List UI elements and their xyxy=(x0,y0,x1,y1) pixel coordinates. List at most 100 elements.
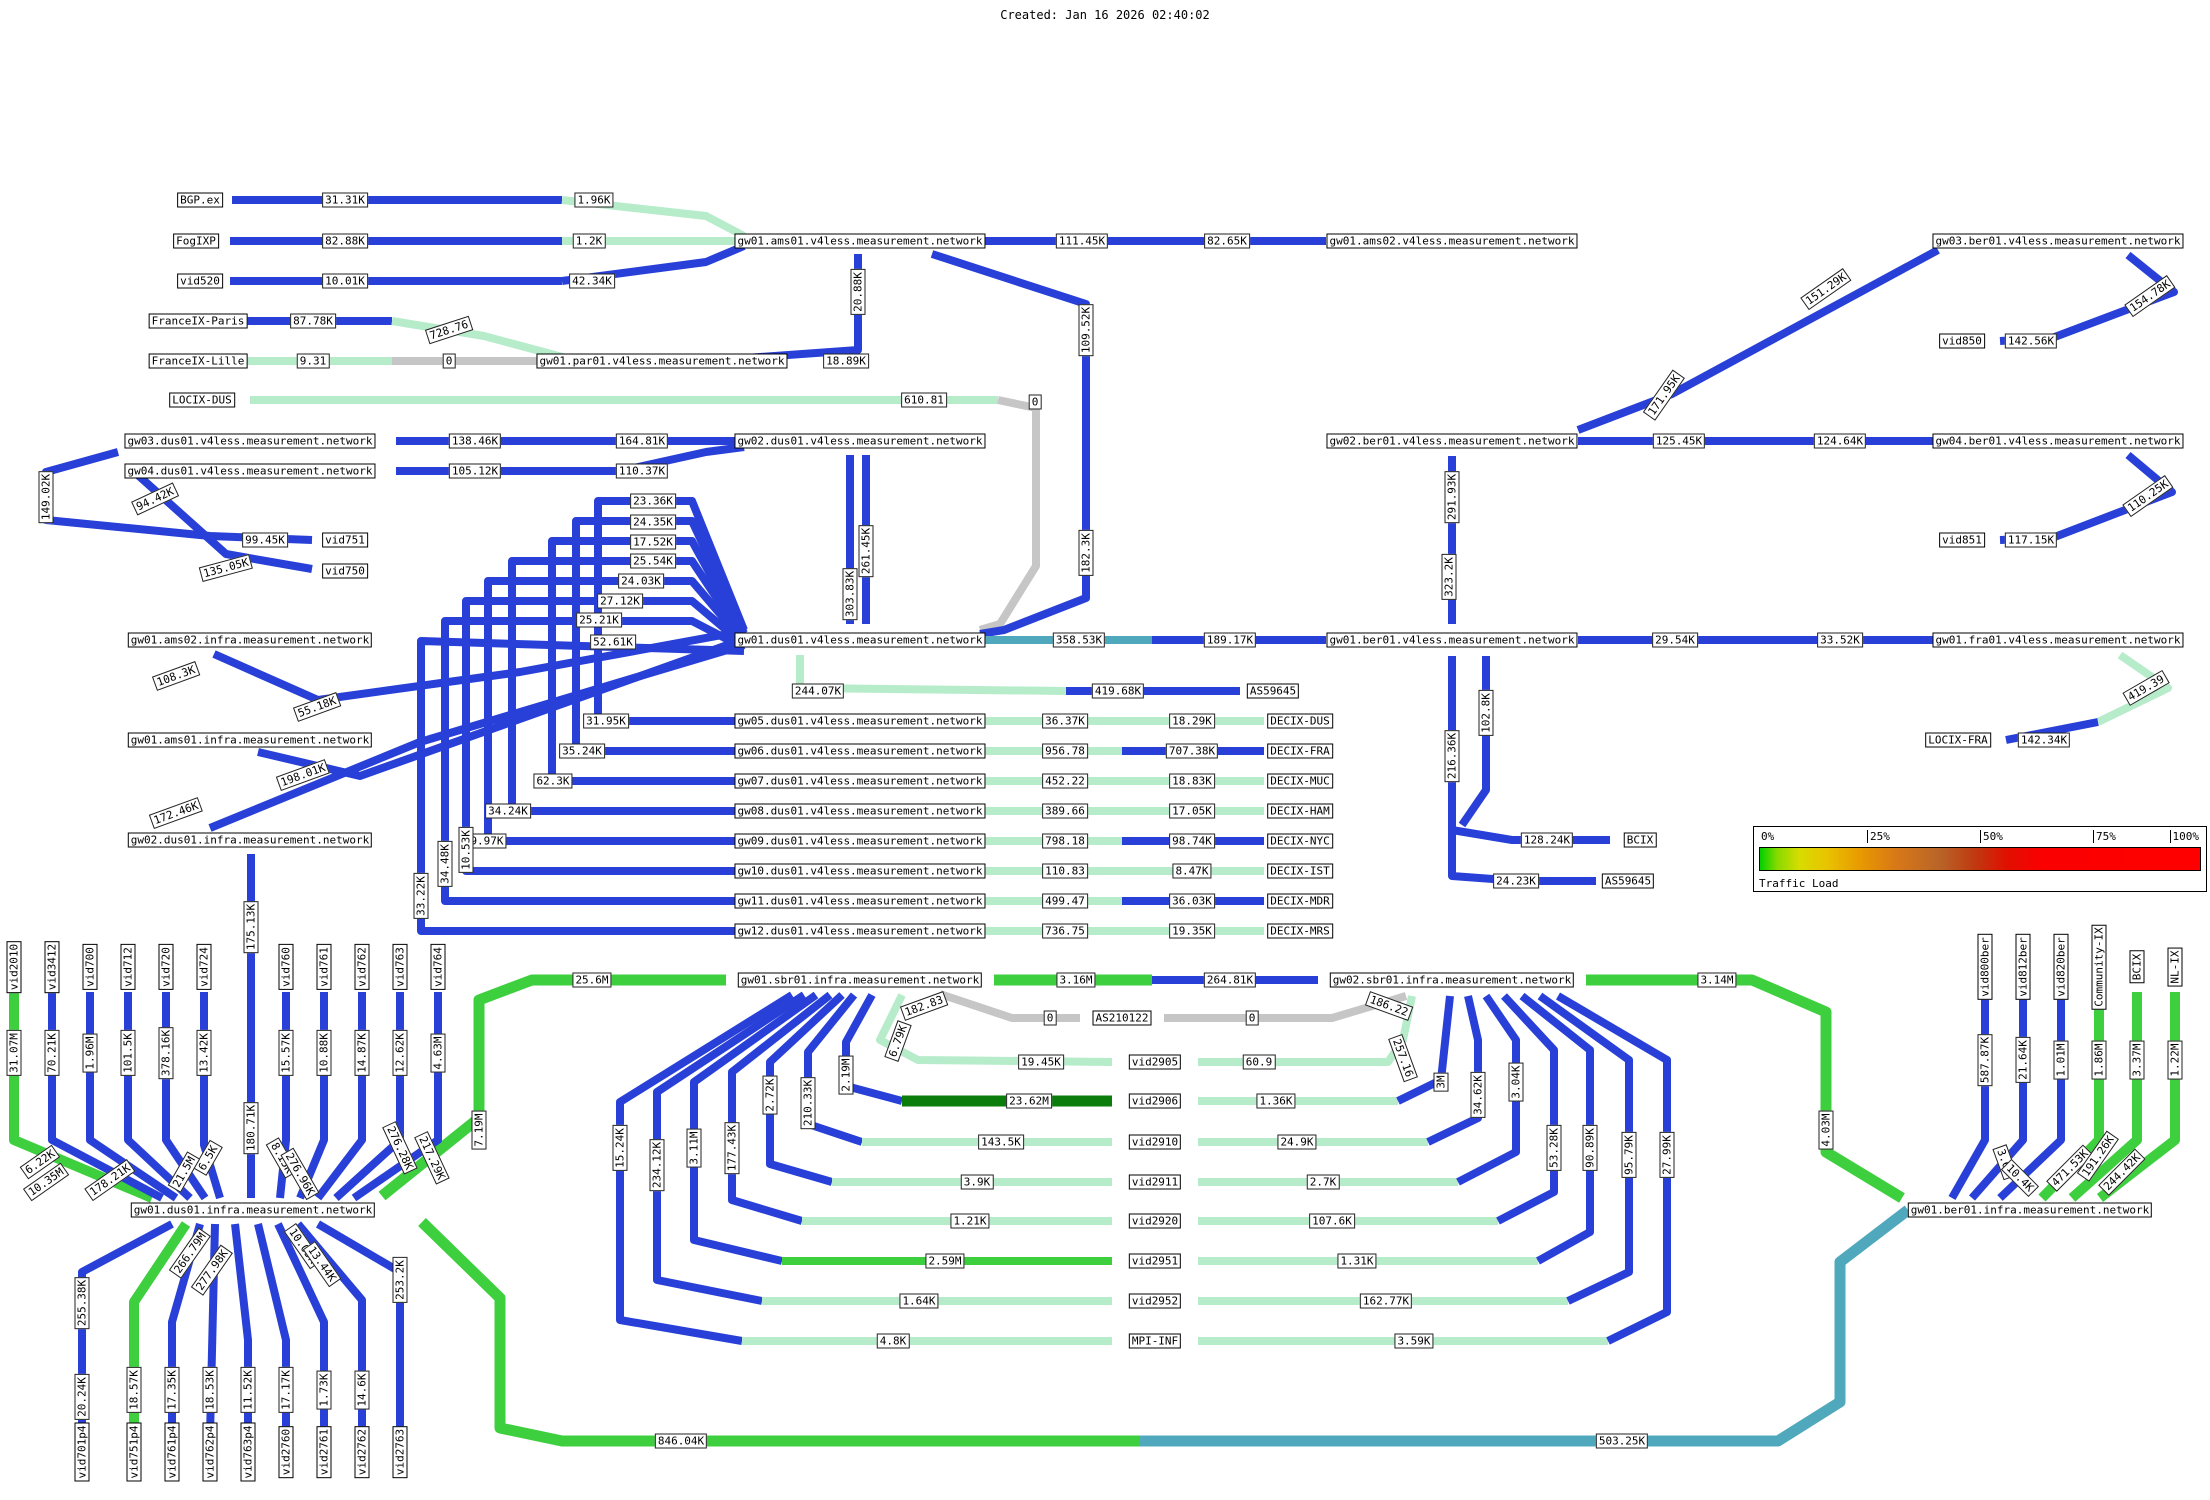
node-vid2760[interactable]: vid2760 xyxy=(278,1425,294,1479)
node-gw02-dus01-v4less-measurement-network[interactable]: gw02.dus01.v4less.measurement.network xyxy=(734,433,986,449)
edge-label[interactable]: 189.17K xyxy=(1203,632,1257,648)
node-gw02-ber01-v4less-measurement-network[interactable]: gw02.ber01.v4less.measurement.network xyxy=(1326,433,1578,449)
edge-label[interactable]: 1.36K xyxy=(1256,1093,1296,1109)
edge-label[interactable]: 125.45K xyxy=(1652,433,1706,449)
node-franceix-paris[interactable]: FranceIX-Paris xyxy=(148,313,248,329)
edge-label[interactable]: 98.74K xyxy=(1169,833,1215,849)
node-gw03-dus01-v4less-measurement-network[interactable]: gw03.dus01.v4less.measurement.network xyxy=(124,433,376,449)
edge-label[interactable]: 27.99K xyxy=(1659,1132,1675,1178)
edge-label[interactable]: 31.95K xyxy=(583,713,629,729)
edge-label[interactable]: 138.46K xyxy=(448,433,502,449)
edge-label[interactable]: 35.24K xyxy=(559,743,605,759)
node-gw01-sbr01-infra-measurement-network[interactable]: gw01.sbr01.infra.measurement.network xyxy=(737,972,983,988)
node-vid2010[interactable]: vid2010 xyxy=(6,940,22,994)
edge-label[interactable]: 1.21K xyxy=(950,1213,990,1229)
edge-label[interactable]: 110.37K xyxy=(615,463,669,479)
node-vid2910[interactable]: vid2910 xyxy=(1128,1134,1182,1150)
node-gw06-dus01-v4less-measurement-network[interactable]: gw06.dus01.v4less.measurement.network xyxy=(734,743,986,759)
edge-label[interactable]: 177.43K xyxy=(724,1121,740,1175)
node-vid2763[interactable]: vid2763 xyxy=(392,1425,408,1479)
node-as59645[interactable]: AS59645 xyxy=(1601,873,1655,889)
node-vid763[interactable]: vid763 xyxy=(392,944,408,990)
edge-label[interactable]: 12.62K xyxy=(392,1030,408,1076)
edge-label[interactable]: 10.53K xyxy=(458,827,474,873)
node-nl-ix[interactable]: NL-IX xyxy=(2167,947,2183,987)
edge-label[interactable]: 3.11M xyxy=(686,1128,702,1168)
node-gw01-fra01-v4less-measurement-network[interactable]: gw01.fra01.v4less.measurement.network xyxy=(1932,632,2184,648)
edge-label[interactable]: 105.12K xyxy=(448,463,502,479)
edge-label[interactable]: 9.31 xyxy=(296,353,330,369)
edge-label[interactable]: 142.34K xyxy=(2017,732,2071,748)
edge-label[interactable]: 3.59K xyxy=(1394,1333,1434,1349)
edge-label[interactable]: 82.88K xyxy=(322,233,368,249)
edge-label[interactable]: 162.77K xyxy=(1359,1293,1413,1309)
edge-label[interactable]: 149.02K xyxy=(38,470,54,524)
edge-label[interactable]: 0 xyxy=(1028,394,1042,410)
edge-label[interactable]: 4.8K xyxy=(876,1333,910,1349)
edge-label[interactable]: 3.16M xyxy=(1056,972,1096,988)
node-gw01-ber01-infra-measurement-network[interactable]: gw01.ber01.infra.measurement.network xyxy=(1907,1202,2153,1218)
node-vid701p4[interactable]: vid701p4 xyxy=(74,1422,90,1482)
node-vid751[interactable]: vid751 xyxy=(322,532,368,548)
edge-label[interactable]: 358.53K xyxy=(1052,632,1106,648)
edge-label[interactable]: 10.01K xyxy=(322,273,368,289)
node-gw07-dus01-v4less-measurement-network[interactable]: gw07.dus01.v4less.measurement.network xyxy=(734,773,986,789)
node-decix-nyc[interactable]: DECIX-NYC xyxy=(1267,833,1333,849)
edge-label[interactable]: 419.68K xyxy=(1091,683,1145,699)
edge-label[interactable]: 210.33K xyxy=(800,1076,816,1130)
edge-label[interactable]: 2.7K xyxy=(1306,1174,1340,1190)
node-vid820ber[interactable]: vid820ber xyxy=(2053,934,2069,1000)
edge-label[interactable]: 164.81K xyxy=(615,433,669,449)
edge-label[interactable]: 21.64K xyxy=(2015,1037,2031,1083)
node-gw01-par01-v4less-measurement-network[interactable]: gw01.par01.v4less.measurement.network xyxy=(536,353,788,369)
edge-label[interactable]: 1.01M xyxy=(2053,1040,2069,1080)
edge-label[interactable]: 19.35K xyxy=(1169,923,1215,939)
edge-label[interactable]: 291.93K xyxy=(1444,470,1460,524)
node-decix-fra[interactable]: DECIX-FRA xyxy=(1267,743,1333,759)
edge-label[interactable]: 53.28K xyxy=(1546,1125,1562,1171)
edge-label[interactable]: 124.64K xyxy=(1813,433,1867,449)
edge-label[interactable]: 36.37K xyxy=(1042,713,1088,729)
edge-label[interactable]: 14.87K xyxy=(354,1030,370,1076)
node-vid751p4[interactable]: vid751p4 xyxy=(126,1422,142,1482)
edge-label[interactable]: 143.5K xyxy=(978,1134,1024,1150)
edge-label[interactable]: 42.34K xyxy=(569,273,615,289)
edge-label[interactable]: 19.45K xyxy=(1018,1054,1064,1070)
edge-label[interactable]: 34.24K xyxy=(485,803,531,819)
node-gw11-dus01-v4less-measurement-network[interactable]: gw11.dus01.v4less.measurement.network xyxy=(734,893,986,909)
edge-label[interactable]: 23.36K xyxy=(630,493,676,509)
edge-label[interactable]: 1.22M xyxy=(2167,1040,2183,1080)
node-gw12-dus01-v4less-measurement-network[interactable]: gw12.dus01.v4less.measurement.network xyxy=(734,923,986,939)
edge-label[interactable]: 452.22 xyxy=(1042,773,1088,789)
edge-label[interactable]: 2.19M xyxy=(838,1055,854,1095)
edge-label[interactable]: 18.83K xyxy=(1169,773,1215,789)
node-vid724[interactable]: vid724 xyxy=(196,944,212,990)
edge-label[interactable]: 52.61K xyxy=(590,634,636,650)
edge-label[interactable]: 4.03M xyxy=(1818,1110,1834,1150)
node-locix-dus[interactable]: LOCIX-DUS xyxy=(169,392,235,408)
node-bgp-ex[interactable]: BGP.ex xyxy=(177,192,223,208)
edge-label[interactable]: 82.65K xyxy=(1204,233,1250,249)
edge-label[interactable]: 60.9 xyxy=(1242,1054,1276,1070)
edge-label[interactable]: 3.37M xyxy=(2129,1040,2145,1080)
edge-label[interactable]: 18.89K xyxy=(823,353,869,369)
node-vid2761[interactable]: vid2761 xyxy=(316,1425,332,1479)
edge-label[interactable]: 1.2K xyxy=(572,233,606,249)
edge-label[interactable]: 1.96M xyxy=(82,1033,98,1073)
edge-label[interactable]: 1.31K xyxy=(1337,1253,1377,1269)
node-decix-ist[interactable]: DECIX-IST xyxy=(1267,863,1333,879)
edge-label[interactable]: 70.21K xyxy=(44,1030,60,1076)
edge-label[interactable]: 2.59M xyxy=(925,1253,965,1269)
edge-label[interactable]: 101.5K xyxy=(120,1030,136,1076)
edge-label[interactable]: 175.13K xyxy=(243,900,259,954)
edge-label[interactable]: 24.35K xyxy=(630,514,676,530)
node-decix-dus[interactable]: DECIX-DUS xyxy=(1267,713,1333,729)
edge-label[interactable]: 62.3K xyxy=(533,773,573,789)
edge-label[interactable]: 23.62M xyxy=(1006,1093,1052,1109)
edge-label[interactable]: 3M xyxy=(1433,1072,1449,1092)
node-vid2911[interactable]: vid2911 xyxy=(1128,1174,1182,1190)
edge-label[interactable]: 87.78K xyxy=(290,313,336,329)
edge-label[interactable]: 110.83 xyxy=(1042,863,1088,879)
edge-label[interactable]: 95.79K xyxy=(1621,1132,1637,1178)
node-vid2762[interactable]: vid2762 xyxy=(354,1425,370,1479)
